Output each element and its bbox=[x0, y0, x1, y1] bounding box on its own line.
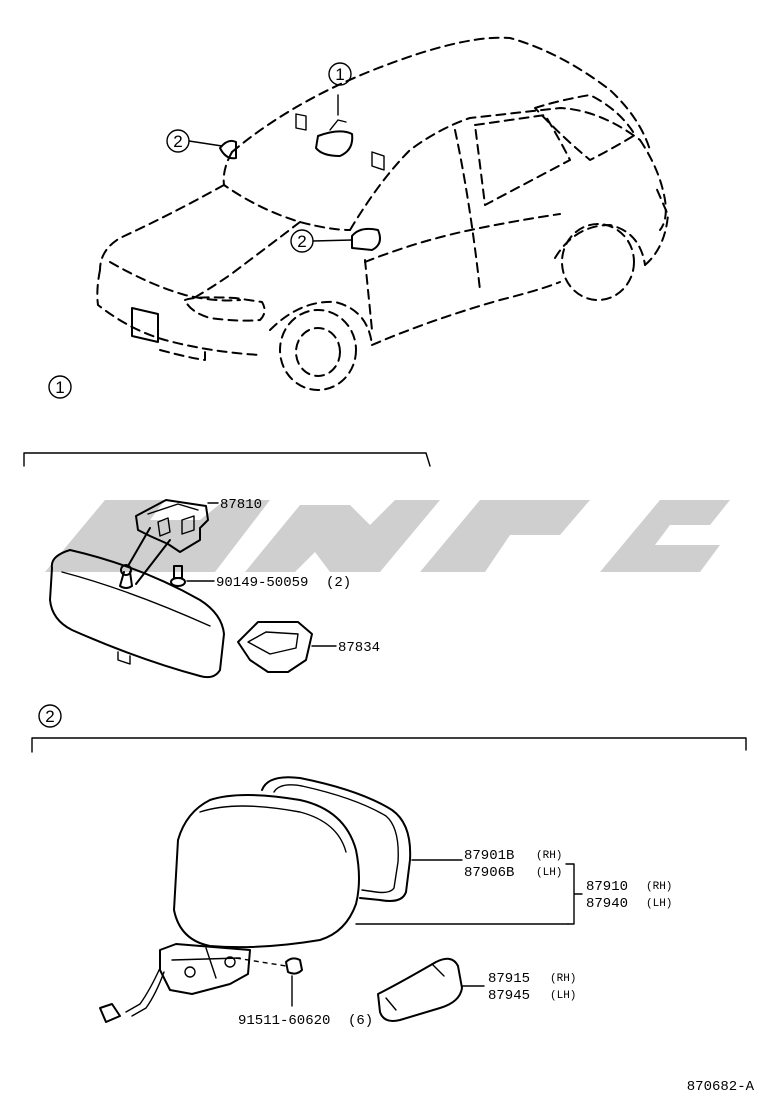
part-number-87901b: 87901B bbox=[464, 848, 514, 864]
part-side-87915: (RH) bbox=[550, 973, 576, 985]
outer-mirror-cover bbox=[377, 957, 463, 1022]
part-side-87940: (LH) bbox=[646, 898, 672, 910]
callout-one-car: 1 bbox=[328, 62, 352, 86]
outer-mirror-glass bbox=[261, 776, 412, 902]
outer-mirror-housing bbox=[99, 794, 360, 1023]
part-side-87906b: (LH) bbox=[536, 867, 562, 879]
part-number-87906b: 87906B bbox=[464, 865, 514, 881]
svg-text:2: 2 bbox=[297, 232, 306, 251]
screw bbox=[170, 565, 186, 587]
part-side-87945: (LH) bbox=[550, 990, 576, 1002]
svg-text:1: 1 bbox=[335, 65, 344, 84]
watermark-logo bbox=[45, 500, 730, 572]
callout-one-main: 1 bbox=[48, 375, 72, 399]
section1-bracket bbox=[23, 452, 431, 467]
part-number-87834: 87834 bbox=[338, 640, 380, 656]
svg-text:2: 2 bbox=[173, 132, 182, 151]
mirror-bracket bbox=[135, 499, 209, 553]
part-side-87910: (RH) bbox=[646, 881, 672, 893]
part-number-87910: 87910 bbox=[586, 879, 628, 895]
part-number-90149-50059: 90149-50059 bbox=[216, 575, 308, 591]
inner-rear-view-mirror bbox=[49, 527, 225, 679]
section2-bracket bbox=[31, 737, 747, 753]
mirror-cover bbox=[237, 621, 313, 673]
part-number-87915: 87915 bbox=[488, 971, 530, 987]
part-number-91511-60620: 91511-60620 bbox=[238, 1013, 330, 1029]
vehicle-outline bbox=[96, 36, 669, 391]
figure-code: 870682-A bbox=[687, 1079, 755, 1095]
svg-text:2: 2 bbox=[45, 707, 54, 726]
part-number-87810: 87810 bbox=[220, 497, 262, 513]
part-qty-91511-60620: (6) bbox=[348, 1013, 373, 1029]
part-number-87945: 87945 bbox=[488, 988, 530, 1004]
mirror-bolt bbox=[235, 957, 303, 1007]
part-side-87901b: (RH) bbox=[536, 850, 562, 862]
svg-text:1: 1 bbox=[55, 378, 64, 397]
callout-two-car-left: 2 bbox=[166, 129, 223, 153]
callout-two-car-right: 2 bbox=[290, 229, 353, 253]
part-number-87940: 87940 bbox=[586, 896, 628, 912]
part-qty-90149-50059: (2) bbox=[326, 575, 351, 591]
assembly-bracket bbox=[565, 863, 583, 925]
callout-two-main: 2 bbox=[38, 704, 62, 728]
